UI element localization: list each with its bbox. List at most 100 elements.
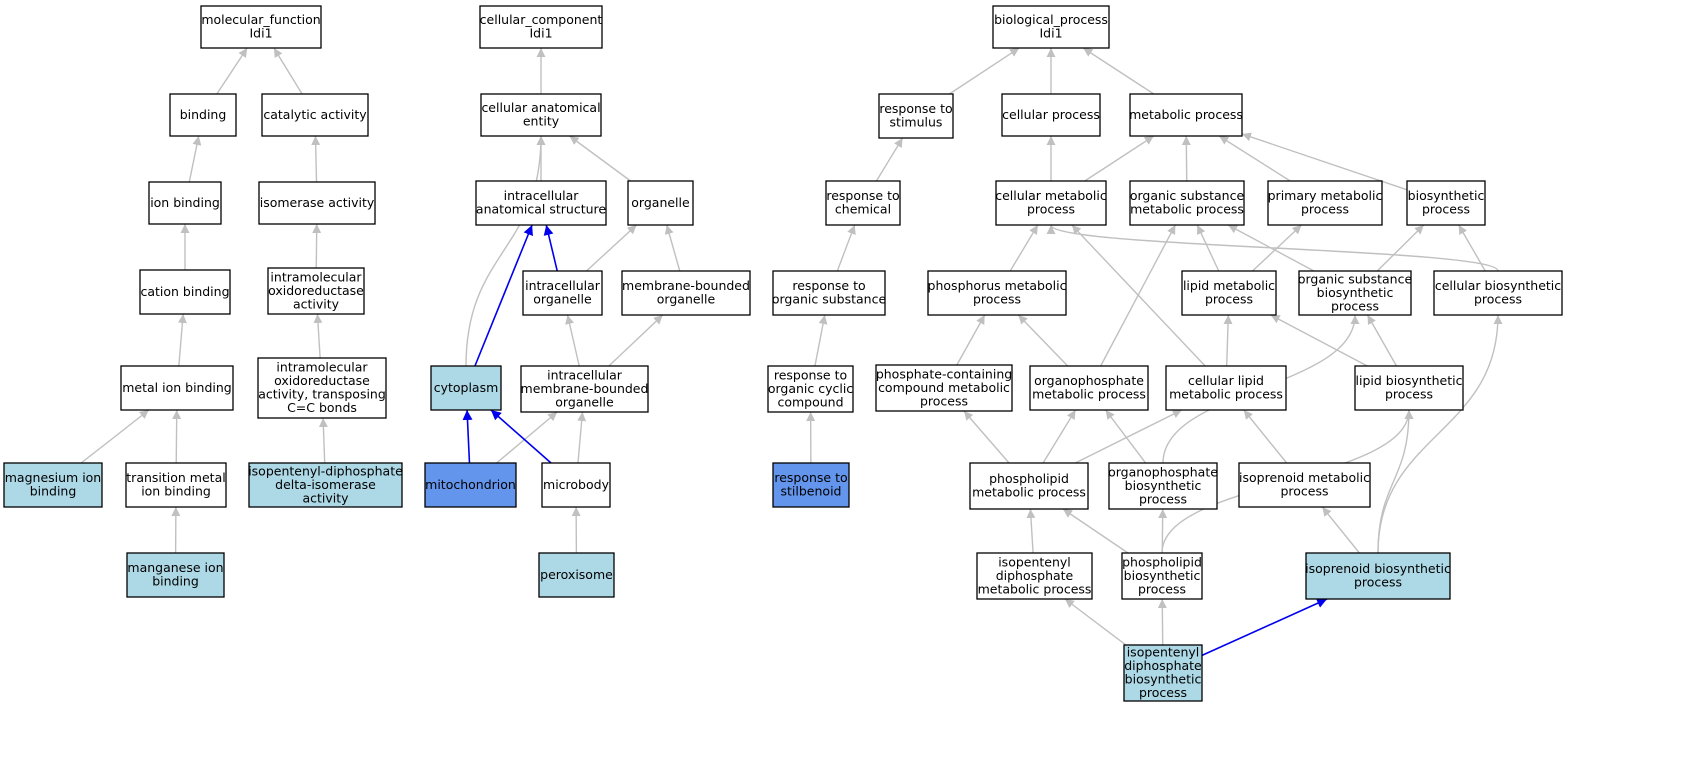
node-box: [1165, 365, 1287, 411]
node-label: process: [1138, 581, 1186, 596]
edge-intramol-to-isomerase: [312, 223, 322, 269]
node-organelle[interactable]: organelle: [627, 180, 694, 226]
edge-mbo-to-organelle: [664, 224, 681, 272]
edge-mg-to-metalion: [80, 409, 150, 464]
edge-ionbind-to-binding: [188, 135, 202, 183]
node-peroxisome[interactable]: peroxisome: [538, 552, 615, 598]
node-label: process: [1331, 298, 1379, 313]
node-box: [479, 5, 603, 49]
node-box: [430, 365, 502, 411]
node-box: [621, 270, 751, 316]
node-isomerase[interactable]: isomerase activity: [258, 181, 376, 225]
node-label: cellular biosynthetic: [1435, 278, 1561, 293]
node-box: [772, 270, 886, 316]
node-box: [1406, 180, 1486, 226]
node-label: diphosphate: [996, 568, 1074, 583]
node-label: isopentenyl-diphosphate: [248, 463, 403, 478]
node-label: entity: [523, 114, 560, 129]
node-box: [1001, 93, 1101, 137]
node-box: [976, 552, 1093, 600]
node-label: metabolic process: [1130, 202, 1244, 217]
node-label: molecular_function: [201, 12, 320, 27]
node-label: metabolic process: [1169, 387, 1283, 402]
node-ionbind[interactable]: ion binding: [148, 181, 222, 225]
node-microbody[interactable]: microbody: [541, 462, 611, 508]
node-catalytic[interactable]: catalytic activity: [261, 93, 369, 137]
edge-metproc-to-bp: [1082, 47, 1155, 95]
node-label: process: [1385, 387, 1433, 402]
node-cellproc[interactable]: cellular process: [1001, 93, 1101, 137]
edge-osmp-to-metproc: [1181, 135, 1191, 182]
node-label: lipid biosynthetic: [1356, 373, 1463, 388]
node-label: isopentenyl: [1127, 645, 1200, 660]
node-binding[interactable]: binding: [169, 93, 237, 137]
node-ippbp[interactable]: isopentenyldiphosphatebiosyntheticproces…: [1123, 644, 1203, 702]
node-box: [520, 365, 649, 413]
node-label: biosynthetic: [1125, 672, 1202, 687]
node-ipp_isom[interactable]: isopentenyl-diphosphatedelta-isomeraseac…: [248, 462, 403, 508]
node-label: primary metabolic: [1268, 188, 1383, 203]
node-mito[interactable]: mitochondrion: [424, 462, 517, 508]
node-label: phosphorus metabolic: [928, 278, 1067, 293]
edge-isomp-to-clmp: [1243, 409, 1288, 464]
node-label: organic substance: [1130, 188, 1245, 203]
edge-microbody-to-cytoplasm: [490, 409, 552, 464]
node-label: intramolecular: [270, 269, 362, 284]
node-cytoplasm[interactable]: cytoplasm: [430, 365, 502, 411]
node-label: process: [1139, 685, 1187, 700]
node-label: metabolic process: [972, 485, 1086, 500]
edge-rchem-to-rstim: [875, 137, 904, 182]
edge-imbo-to-intraorg: [565, 314, 580, 367]
node-label: response to: [774, 367, 847, 382]
node-cation[interactable]: cation binding: [139, 269, 231, 315]
edge-clmp-to-cmp: [1071, 224, 1206, 367]
node-box: [1108, 462, 1218, 510]
node-box: [139, 269, 231, 315]
node-label: diphosphate: [1124, 658, 1202, 673]
node-label: process: [1422, 202, 1470, 217]
node-box: [169, 93, 237, 137]
node-label: metabolic process: [1129, 107, 1243, 122]
node-metproc[interactable]: metabolic process: [1129, 93, 1243, 137]
edge-transmetal-to-metalion: [172, 409, 182, 464]
node-metalion[interactable]: metal ion binding: [120, 365, 234, 411]
node-label: intracellular: [525, 278, 601, 293]
